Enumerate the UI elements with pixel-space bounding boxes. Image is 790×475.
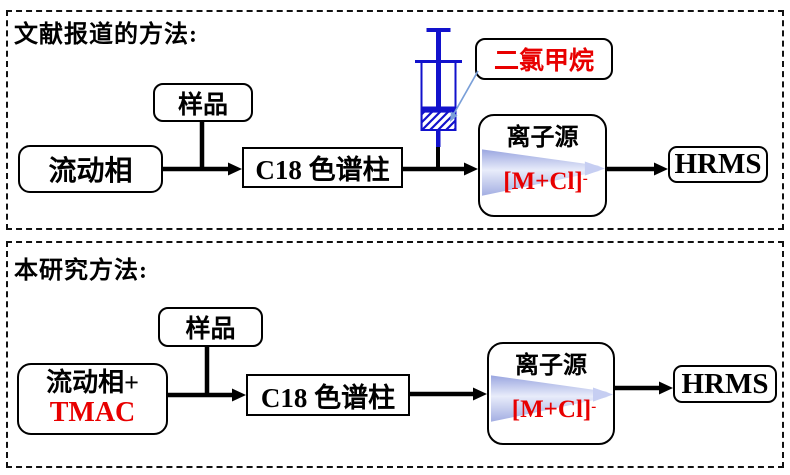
sample-box-top: 样品 — [153, 83, 253, 122]
tmac-label: TMAC — [49, 396, 136, 428]
c18-column-box-top: C18 色谱柱 — [242, 147, 403, 188]
c18-column-label: C18 色谱柱 — [255, 155, 390, 185]
ion-source-box-bottom: 离子源 [M+Cl]- — [487, 342, 615, 445]
literature-method-title: 文献报道的方法: — [14, 22, 198, 48]
hrms-box-top: HRMS — [668, 146, 768, 183]
hrms-label: HRMS — [674, 148, 762, 180]
mobile-phase-box-top: 流动相 — [18, 145, 163, 193]
electrospray-icon — [482, 149, 605, 196]
literature-method-panel — [6, 10, 784, 230]
dichloromethane-callout-box: 二氯甲烷 — [475, 38, 613, 80]
hrms-label: HRMS — [681, 367, 769, 400]
dichloromethane-label: 二氯甲烷 — [493, 48, 594, 75]
ion-source-label: 离子源 — [515, 353, 587, 379]
mobile-phase-tmac-box: 流动相+ TMAC — [17, 363, 168, 435]
hrms-box-bottom: HRMS — [673, 365, 777, 403]
mobile-phase-plus-label: 流动相+ — [46, 368, 139, 398]
sample-label: 样品 — [177, 91, 228, 119]
sample-label: 样品 — [185, 316, 236, 343]
sample-box-bottom: 样品 — [158, 307, 263, 347]
c18-column-box-bottom: C18 色谱柱 — [246, 374, 410, 416]
mobile-phase-label: 流动相 — [48, 156, 133, 187]
c18-column-label: C18 色谱柱 — [260, 382, 396, 413]
adduct-ion-label: [M+Cl]- — [503, 168, 588, 195]
adduct-ion-label: [M+Cl]- — [511, 396, 597, 423]
this-study-method-title: 本研究方法: — [14, 258, 148, 284]
electrospray-icon — [491, 375, 613, 422]
ion-source-box-top: 离子源 [M+Cl]- — [478, 114, 607, 217]
ion-source-label: 离子源 — [506, 125, 579, 151]
